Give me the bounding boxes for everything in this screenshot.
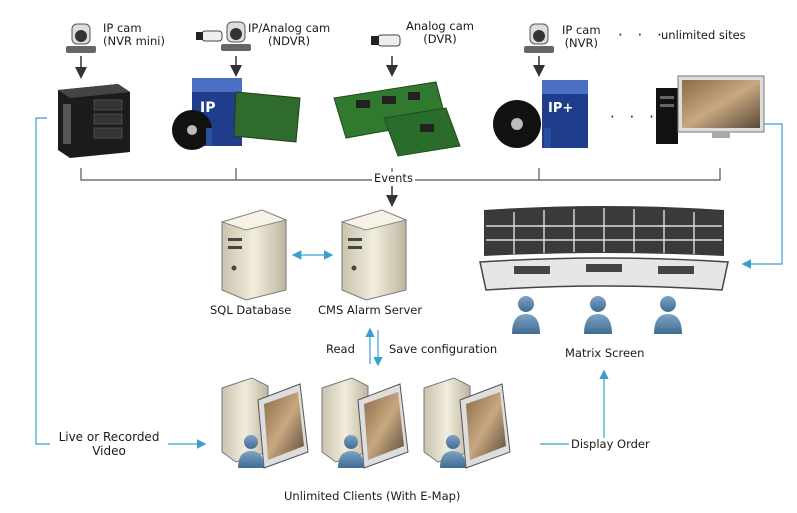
operator-user-icon bbox=[654, 296, 682, 334]
cms-workstation-icon bbox=[656, 75, 765, 144]
svg-text:IP: IP bbox=[200, 100, 215, 116]
operator-user-icon bbox=[512, 296, 540, 334]
client-workstation-icon bbox=[221, 377, 309, 469]
source-title: IP cam bbox=[103, 21, 142, 35]
source-subtitle: (NVR mini) bbox=[103, 34, 165, 48]
sql-database-label: SQL Database bbox=[210, 303, 292, 317]
source-title: IP/Analog cam bbox=[248, 21, 331, 35]
client-workstation-icon bbox=[321, 377, 409, 469]
read-label: Read bbox=[326, 342, 355, 356]
events-label: Events bbox=[372, 171, 415, 185]
svg-text:IP+: IP+ bbox=[548, 101, 573, 116]
source-label-ndvr: IP/Analog cam (NDVR) bbox=[248, 22, 330, 48]
display-order-label: Display Order bbox=[569, 437, 652, 451]
cms-alarm-server-label: CMS Alarm Server bbox=[318, 303, 423, 317]
dvr-capture-card-icon bbox=[333, 81, 461, 157]
matrix-video-wall-icon bbox=[479, 206, 729, 291]
cms-alarm-server-icon bbox=[340, 209, 408, 301]
source-subtitle: (NVR) bbox=[564, 36, 598, 50]
ptz-camera-icon bbox=[221, 21, 251, 51]
nvr-software-kit-icon: IP+ bbox=[493, 80, 588, 148]
source-subtitle: (DVR) bbox=[423, 32, 457, 46]
live-recorded-video-box: Live or Recorded Video bbox=[50, 429, 168, 463]
sql-database-server-icon bbox=[220, 209, 288, 301]
source-title: IP cam bbox=[562, 23, 601, 37]
save-configuration-label: Save configuration bbox=[389, 342, 498, 356]
client-workstation-icon bbox=[423, 377, 511, 469]
source-title: Analog cam bbox=[406, 19, 474, 33]
bullet-camera-icon bbox=[371, 34, 401, 47]
top-ellipsis: · · · bbox=[618, 26, 667, 44]
operator-user-icon bbox=[584, 296, 612, 334]
unlimited-clients-label: Unlimited Clients (With E-Map) bbox=[284, 489, 461, 503]
nvr-mini-device-icon bbox=[58, 84, 130, 158]
bullet-camera-icon bbox=[196, 30, 223, 42]
ndvr-software-kit-icon: IP bbox=[172, 78, 301, 150]
source-label-nvr: IP cam (NVR) bbox=[562, 24, 601, 50]
source-label-nvr-mini: IP cam (NVR mini) bbox=[103, 22, 165, 48]
mid-ellipsis: · · · bbox=[610, 108, 659, 126]
live-video-line-1: Live or Recorded bbox=[58, 430, 160, 444]
live-video-line-2: Video bbox=[92, 444, 126, 458]
ptz-camera-icon bbox=[524, 23, 554, 53]
ptz-camera-icon bbox=[66, 23, 96, 53]
source-label-dvr: Analog cam (DVR) bbox=[406, 20, 474, 46]
matrix-screen-label: Matrix Screen bbox=[565, 346, 645, 360]
unlimited-sites-label: unlimited sites bbox=[661, 28, 746, 42]
source-subtitle: (NDVR) bbox=[268, 34, 311, 48]
